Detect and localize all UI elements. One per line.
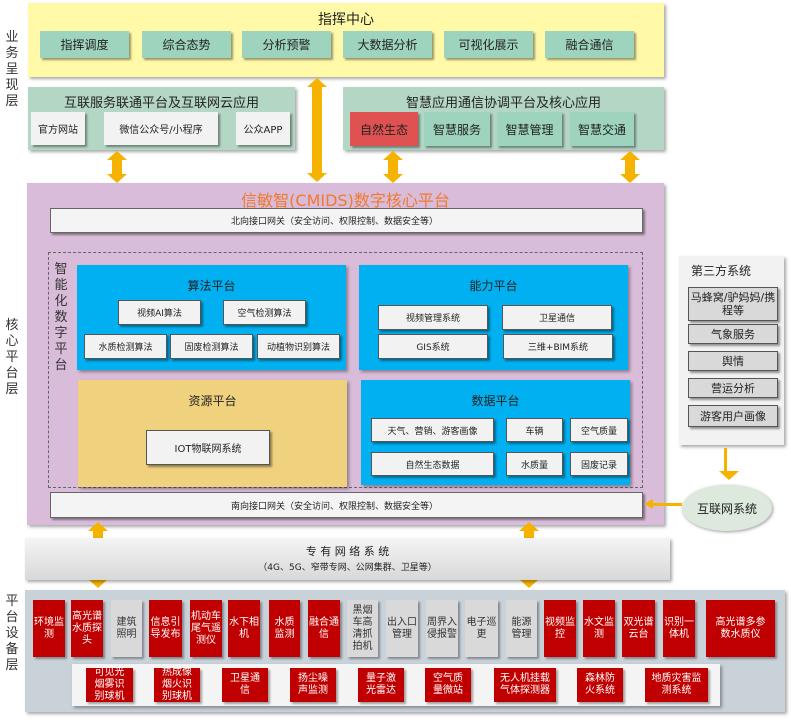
command-center-item[interactable]: 可视化展示 (444, 31, 533, 58)
arrow-head (644, 499, 653, 509)
data-item: 空气质量 (570, 418, 628, 442)
command-center-title: 指挥中心 (318, 12, 374, 28)
internet-platform-title: 互联服务联通平台及互联网云应用 (63, 96, 259, 111)
south-gateway: 南向接口网关（安全访问、权限控制、数据安全等） (50, 492, 643, 518)
device-item: 视频监控 (544, 600, 576, 657)
layer-label-presentation: 业务呈现层 (5, 30, 19, 109)
network-subtitle: （4G、5G、窄带专网、公网集群、卫星等） (258, 563, 437, 573)
device-item: 高光谱水质探头 (71, 600, 103, 657)
connector-arrow (652, 503, 682, 506)
device-item: 黑烟车高清抓拍机 (347, 600, 378, 657)
device-item: 量子激光雷达 (358, 668, 404, 702)
device-item: 电子巡更 (465, 600, 498, 657)
algorithm-item: 水质检测算法 (84, 334, 167, 359)
device-item: 建筑照明 (111, 600, 142, 657)
device-item: 可见光烟雾识别球机 (86, 667, 133, 702)
device-item: 机动车尾气遥测仪 (190, 600, 222, 657)
smart-platform-label: 智能化数字平台 (54, 262, 68, 373)
device-item: 扬尘噪声监测 (290, 668, 336, 702)
smart-app-item[interactable]: 自然生态 (350, 112, 418, 146)
connector-arrow (307, 78, 327, 182)
device-item: 热成像烟火识别球机 (154, 667, 200, 702)
device-item: 高光谱多参数水质仪 (706, 600, 775, 657)
smart-app-item[interactable]: 智慧服务 (424, 112, 490, 146)
device-item: 森林防火系统 (577, 668, 623, 702)
algorithm-item: 视频AI算法 (118, 300, 201, 325)
device-item: 环境监测 (33, 600, 65, 657)
internet-system: 互联网系统 (682, 485, 772, 531)
device-item: 水文监测 (583, 600, 615, 657)
device-item: 识别一体机 (663, 600, 695, 657)
data-item: 水质量 (506, 452, 563, 476)
smart-app-item[interactable]: 智慧管理 (497, 112, 562, 146)
capability-platform-title: 能力平台 (469, 279, 518, 293)
algorithm-item: 固废检测算法 (170, 334, 253, 359)
data-item: 车辆 (506, 418, 563, 442)
data-item: 天气、营销、游客画像 (371, 418, 494, 442)
algorithm-item: 动植物识别算法 (257, 334, 340, 359)
internet-app-item[interactable]: 官方网站 (31, 112, 85, 145)
device-item: 地质灾害监测系统 (645, 668, 708, 702)
algorithm-platform-title: 算法平台 (187, 279, 236, 293)
device-item: 卫星通信 (222, 668, 268, 702)
device-item: 周界入侵报警 (426, 600, 458, 657)
capability-item: 三维+BIM系统 (503, 334, 613, 359)
device-item: 融合通信 (308, 600, 340, 657)
command-center-item[interactable]: 大数据分析 (343, 31, 432, 58)
connector-arrow (620, 151, 640, 183)
north-gateway: 北向接口网关（安全访问、权限控制、数据安全等） (50, 208, 643, 233)
internet-app-item[interactable]: 微信公众号/小程序 (104, 112, 218, 145)
device-item: 无人机挂载气体探测器 (494, 668, 556, 702)
connector-arrow (107, 151, 127, 183)
third-party-title: 第三方系统 (691, 264, 752, 278)
resource-platform-title: 资源平台 (188, 394, 237, 408)
capability-item: 视频管理系统 (378, 305, 488, 330)
layer-label-device: 平台设备层 (5, 594, 19, 673)
smart-app-item[interactable]: 智慧交通 (570, 112, 634, 146)
device-item: 出入口管理 (386, 600, 418, 657)
command-center-item[interactable]: 综合态势 (142, 31, 231, 58)
device-item: 水质监测 (269, 600, 300, 657)
device-item: 水下相机 (228, 600, 260, 657)
third-party-item: 气象服务 (688, 324, 778, 344)
data-item: 固废记录 (570, 452, 628, 476)
smart-platform-title: 智慧应用通信协调平台及核心应用 (405, 96, 601, 111)
connector-arrow (719, 448, 739, 480)
device-item: 能源管理 (506, 600, 537, 657)
command-center-item[interactable]: 分析预警 (242, 31, 331, 58)
command-center-item[interactable]: 融合通信 (545, 31, 634, 58)
command-center-item[interactable]: 指挥调度 (40, 31, 129, 58)
capability-item: GIS系统 (378, 334, 488, 359)
capability-item: 卫星通信 (502, 305, 612, 330)
data-item: 自然生态数据 (371, 452, 494, 476)
core-platform-title: 信敏智(CMIDS)数字核心平台 (241, 191, 450, 210)
private-network-panel: 专 有 网 络 系 统 （4G、5G、窄带专网、公网集群、卫星等） (25, 538, 670, 580)
resource-item: IOT物联网系统 (146, 430, 270, 465)
algorithm-item: 空气检测算法 (223, 300, 306, 325)
third-party-item: 舆情 (688, 351, 778, 371)
connector-arrow (383, 151, 403, 183)
third-party-item: 营运分析 (688, 378, 778, 398)
third-party-item: 游客用户画像 (688, 405, 778, 427)
third-party-item: 马蜂窝/驴妈妈/携程等 (688, 287, 778, 321)
layer-label-core: 核心平台层 (5, 318, 19, 397)
smart-platform-boundary (48, 252, 643, 488)
network-title: 专 有 网 络 系 统 (305, 545, 390, 558)
data-platform-title: 数据平台 (471, 394, 520, 408)
device-item: 空气质量微站 (425, 668, 471, 702)
internet-app-item[interactable]: 公众APP (236, 112, 290, 145)
device-item: 双光谱云台 (622, 600, 655, 657)
device-item: 信息引导发布 (149, 600, 182, 657)
